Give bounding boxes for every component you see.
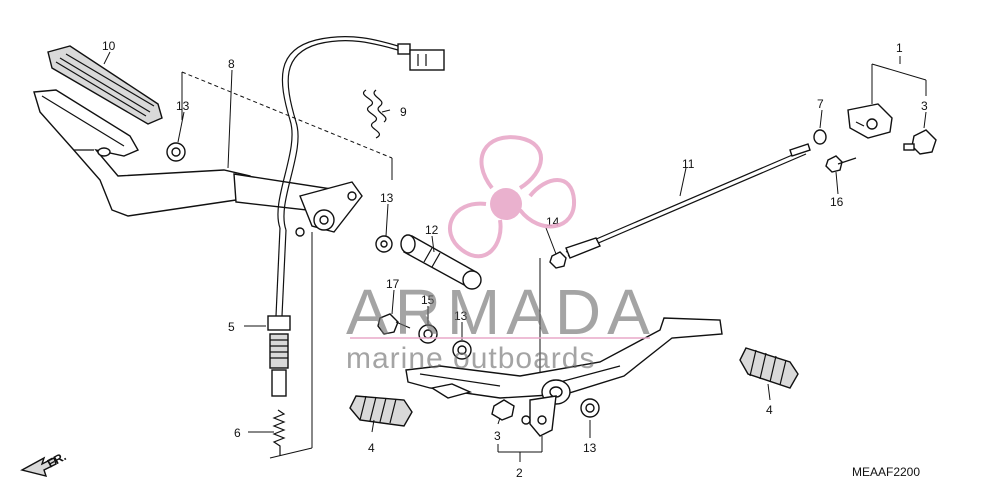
callout-16: 16 bbox=[830, 195, 844, 209]
callout-15: 15 bbox=[421, 293, 435, 307]
collar-13-a bbox=[166, 142, 186, 162]
propeller-blade-top bbox=[479, 135, 543, 190]
bolt-16 bbox=[825, 155, 857, 173]
collar-13-b bbox=[375, 235, 393, 253]
bolt-3-lower bbox=[491, 399, 531, 425]
callout-6: 6 bbox=[234, 426, 241, 440]
front-direction-arrow-icon: FR. bbox=[20, 449, 68, 477]
callout-numbers: 1 2 3 3 3 4 4 5 6 7 8 9 10 11 12 13 13 1… bbox=[102, 39, 928, 480]
callout-4-right: 4 bbox=[766, 403, 773, 417]
propeller-hub bbox=[490, 188, 522, 220]
callout-2: 2 bbox=[516, 466, 523, 480]
callout-11: 11 bbox=[682, 157, 695, 171]
callout-3-lower: 3 bbox=[494, 429, 501, 443]
pedal-pad-rubber bbox=[47, 45, 163, 125]
callout-8: 8 bbox=[228, 57, 235, 71]
callout-7: 7 bbox=[817, 97, 824, 111]
switch-spring bbox=[272, 409, 286, 456]
collar-13-d bbox=[580, 398, 600, 418]
brake-pedal-arm bbox=[33, 89, 363, 237]
callout-5: 5 bbox=[228, 320, 235, 334]
return-spring bbox=[363, 89, 387, 139]
callout-13-c: 13 bbox=[454, 309, 468, 323]
brake-switch-body bbox=[267, 315, 291, 397]
callout-9: 9 bbox=[400, 105, 407, 119]
callout-leaders bbox=[103, 51, 927, 462]
callout-17: 17 bbox=[386, 277, 400, 291]
propeller-logo-icon bbox=[448, 135, 577, 259]
bolt-17 bbox=[377, 313, 411, 335]
callout-1: 1 bbox=[896, 41, 903, 55]
armada-watermark: ARMADA marine outboards bbox=[346, 135, 656, 375]
collar-13-c bbox=[452, 340, 472, 360]
pedal-rubber-4-right bbox=[739, 347, 799, 389]
washer-7 bbox=[813, 129, 827, 145]
callout-3-right: 3 bbox=[921, 99, 928, 113]
guide-lines bbox=[181, 71, 541, 459]
pedal-rubber-4-left bbox=[349, 395, 413, 427]
callout-10: 10 bbox=[102, 39, 116, 53]
nut-14 bbox=[549, 251, 567, 269]
propeller-blade-left bbox=[448, 201, 503, 259]
diagram-code: MEAAF2200 bbox=[852, 465, 920, 479]
gearshift-tie-rod bbox=[565, 143, 811, 259]
callout-13-d: 13 bbox=[583, 441, 597, 455]
propeller-blade-right bbox=[518, 178, 577, 229]
pedal-pivot-shaft bbox=[400, 234, 482, 290]
watermark-brand: ARMADA bbox=[346, 276, 656, 348]
brake-switch-cable bbox=[275, 36, 445, 317]
bolt-3-right bbox=[903, 129, 937, 155]
callout-4-left: 4 bbox=[368, 441, 375, 455]
callout-13-b: 13 bbox=[380, 191, 394, 205]
shift-arm-linkage bbox=[847, 103, 893, 139]
callout-12: 12 bbox=[425, 223, 439, 237]
callout-13-a: 13 bbox=[176, 99, 190, 113]
watermark-tagline: marine outboards bbox=[346, 342, 595, 375]
